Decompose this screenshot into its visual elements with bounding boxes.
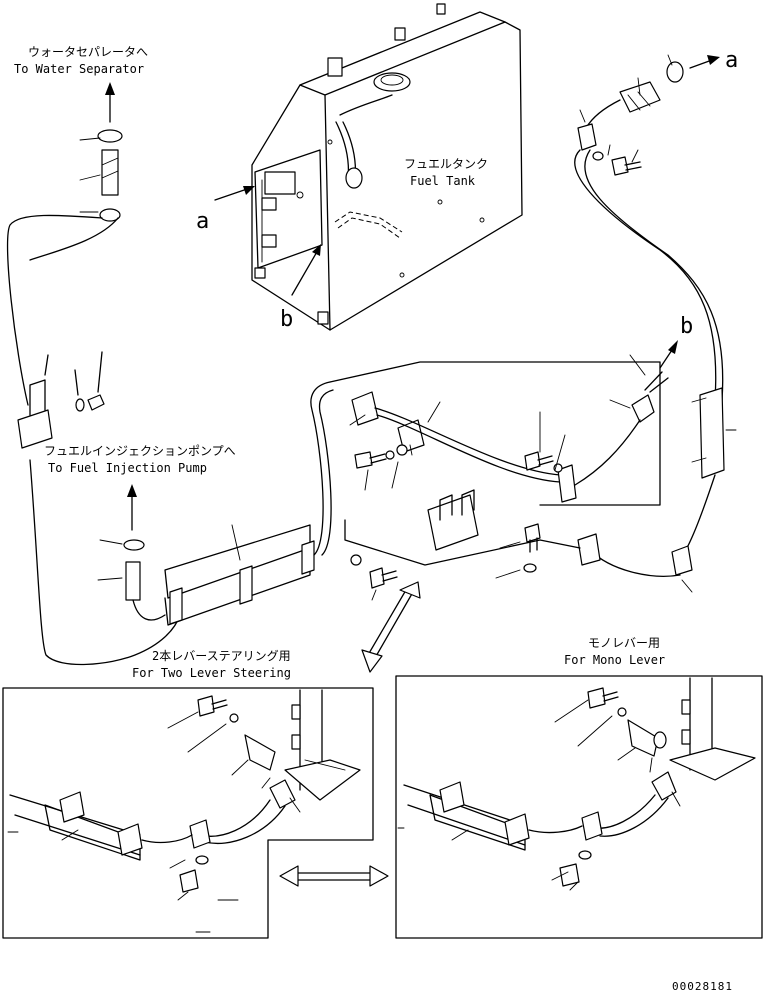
two-lever-detail — [7, 689, 361, 933]
injection-pump-label-jp: フュエルインジェクションポンプへ — [44, 444, 236, 458]
arrow-a-right — [707, 55, 720, 65]
pipe-cover — [164, 524, 311, 599]
mono-lever-panel — [395, 675, 763, 939]
injection-pump-label-en: To Fuel Injection Pump — [48, 461, 207, 475]
arrow-a-tank — [243, 186, 255, 195]
mono-lever-detail — [397, 677, 756, 891]
double-arrow-diagonal-start — [399, 581, 421, 599]
left-clip-bracket — [17, 409, 53, 449]
two-lever-panel — [2, 687, 374, 939]
water-separator-label-jp: ウォータセパレータへ — [28, 45, 148, 59]
arrow-b-tank — [312, 244, 321, 256]
arrow-to-water-separator — [105, 82, 115, 95]
ref-a-right: a — [725, 48, 738, 73]
mono-lever-label-jp: モノレバー用 — [588, 636, 660, 650]
water-separator-label-en: To Water Separator — [14, 62, 144, 76]
ref-a-tank: a — [196, 209, 209, 234]
ref-b-tank: b — [280, 307, 293, 332]
fuel-tank-label-en: Fuel Tank — [410, 174, 476, 188]
mono-lever-label-en: For Mono Lever — [564, 653, 665, 667]
clamp-2 — [397, 419, 425, 453]
hose-fitting — [101, 149, 119, 196]
double-arrow-horizontal-right — [369, 865, 389, 887]
two-lever-label-jp: 2本レバーステアリング用 — [152, 649, 291, 663]
right-fitting — [619, 81, 661, 113]
junction-block — [427, 494, 479, 551]
fuel-tank-label-jp: フュエルタンク — [404, 157, 488, 171]
ref-b-right: b — [680, 314, 693, 339]
right-clip — [699, 387, 725, 479]
hose-clamp — [97, 129, 123, 143]
arrow-b-right — [668, 340, 678, 354]
double-arrow-horizontal-left — [279, 865, 299, 887]
clamp-1 — [351, 391, 379, 426]
arrow-to-injection-pump — [127, 484, 137, 497]
two-lever-label-en: For Two Lever Steering — [132, 666, 291, 680]
drawing-number: 00028181 — [672, 980, 733, 993]
fuel-tank — [251, 3, 523, 331]
double-arrow-diagonal-end — [361, 649, 383, 673]
